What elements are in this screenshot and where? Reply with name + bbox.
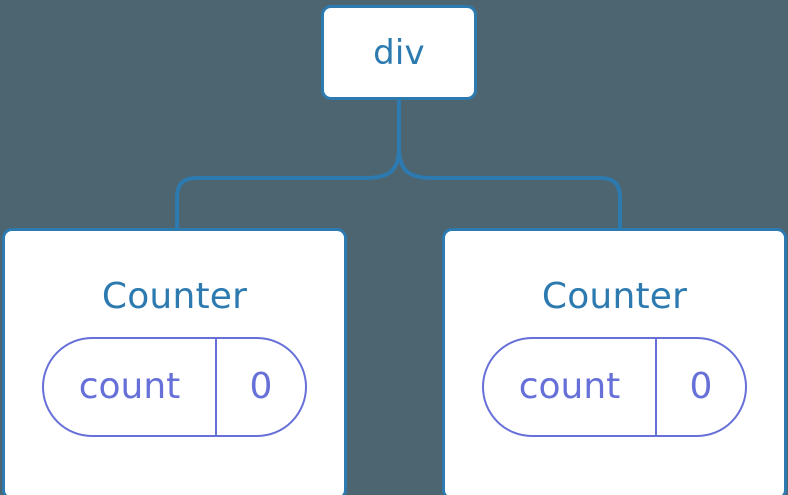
state-value-right: 0	[689, 366, 713, 407]
node-div-label: div	[373, 32, 425, 73]
node-counter-right[interactable]: Counter count 0	[442, 228, 787, 495]
node-counter-left-label: Counter	[101, 276, 248, 317]
node-div[interactable]: div	[321, 5, 477, 100]
state-pill-divider-right	[655, 339, 657, 435]
state-pill-left[interactable]: count 0	[42, 337, 307, 437]
connector-branch-right	[397, 147, 622, 228]
state-pill-divider-left	[215, 339, 217, 435]
connector-branch-left	[175, 147, 401, 228]
state-key-right: count	[518, 366, 621, 407]
state-key-left: count	[78, 366, 181, 407]
state-pill-right[interactable]: count 0	[482, 337, 747, 437]
node-counter-right-label: Counter	[541, 276, 688, 317]
node-counter-left[interactable]: Counter count 0	[2, 228, 347, 495]
state-value-left: 0	[249, 366, 273, 407]
